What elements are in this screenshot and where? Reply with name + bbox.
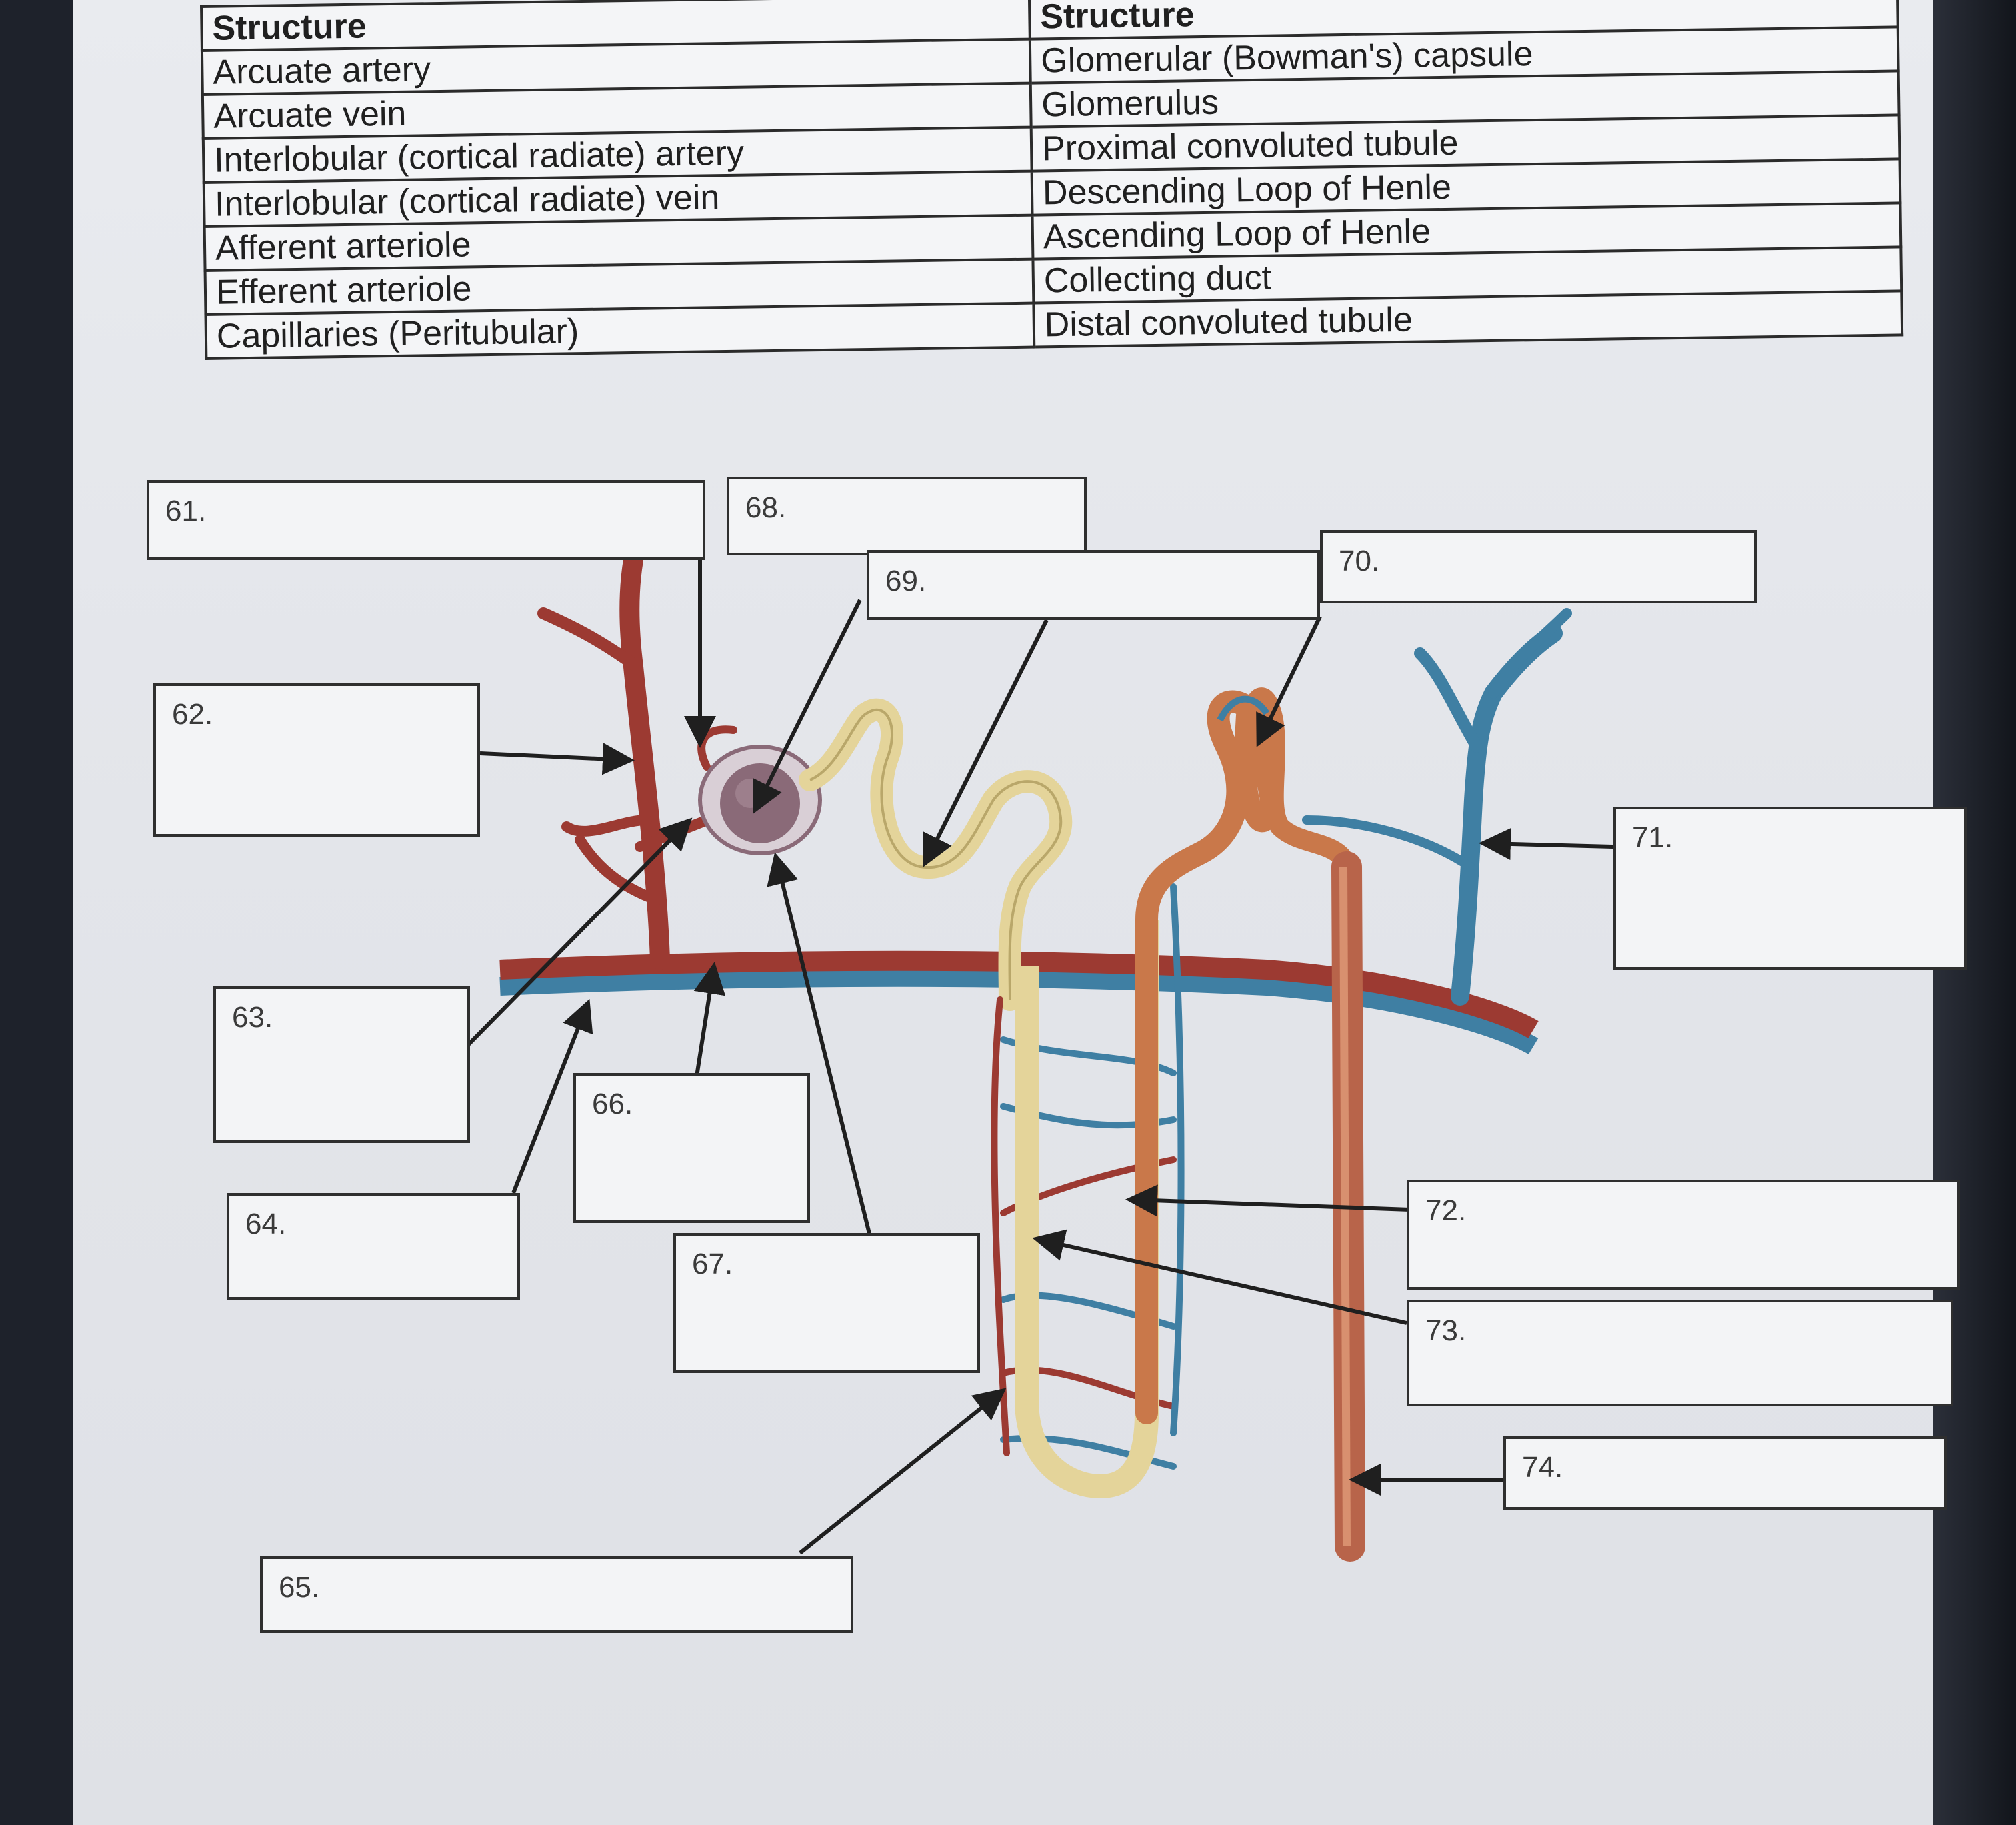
interlobular-vein-branch bbox=[1493, 613, 1567, 693]
label-number: 62. bbox=[172, 698, 213, 731]
interlobular-artery-branch bbox=[567, 820, 647, 831]
arrow-62 bbox=[480, 753, 627, 760]
label-box-68[interactable]: 68. bbox=[727, 477, 1087, 555]
label-box-74[interactable]: 74. bbox=[1503, 1436, 1947, 1510]
arrow-71 bbox=[1487, 843, 1613, 847]
label-number: 65. bbox=[279, 1571, 319, 1604]
label-number: 67. bbox=[692, 1248, 733, 1280]
label-box-71[interactable]: 71. bbox=[1613, 807, 1967, 970]
arrow-70 bbox=[1260, 617, 1320, 740]
label-box-67[interactable]: 67. bbox=[673, 1233, 980, 1373]
label-box-73[interactable]: 73. bbox=[1407, 1300, 1953, 1406]
label-number: 70. bbox=[1339, 545, 1379, 577]
distal-convoluted-tubule bbox=[1245, 697, 1347, 867]
label-number: 69. bbox=[885, 565, 926, 597]
label-number: 72. bbox=[1425, 1194, 1466, 1227]
label-number: 63. bbox=[232, 1001, 273, 1034]
arrow-65 bbox=[800, 1393, 1000, 1553]
label-box-65[interactable]: 65. bbox=[260, 1556, 853, 1633]
label-number: 68. bbox=[745, 491, 786, 524]
label-number: 74. bbox=[1522, 1451, 1563, 1484]
label-number: 64. bbox=[245, 1208, 286, 1240]
label-number: 66. bbox=[592, 1088, 633, 1120]
label-box-63[interactable]: 63. bbox=[213, 986, 470, 1143]
label-box-64[interactable]: 64. bbox=[227, 1193, 520, 1300]
interlobular-vein bbox=[1460, 633, 1553, 996]
interlobular-vein-branch bbox=[1420, 653, 1477, 747]
label-box-69[interactable]: 69. bbox=[867, 550, 1320, 620]
label-number: 71. bbox=[1632, 821, 1673, 854]
label-box-61[interactable]: 61. bbox=[147, 480, 705, 560]
ascending-loop-of-henle bbox=[1147, 702, 1247, 1414]
label-number: 61. bbox=[165, 495, 206, 527]
label-box-70[interactable]: 70. bbox=[1320, 530, 1757, 603]
label-box-62[interactable]: 62. bbox=[153, 683, 480, 837]
label-box-72[interactable]: 72. bbox=[1407, 1180, 1960, 1290]
arrow-72 bbox=[1133, 1200, 1410, 1210]
label-box-66[interactable]: 66. bbox=[573, 1073, 810, 1223]
label-number: 73. bbox=[1425, 1314, 1466, 1347]
descending-loop-of-henle bbox=[1027, 920, 1147, 1486]
